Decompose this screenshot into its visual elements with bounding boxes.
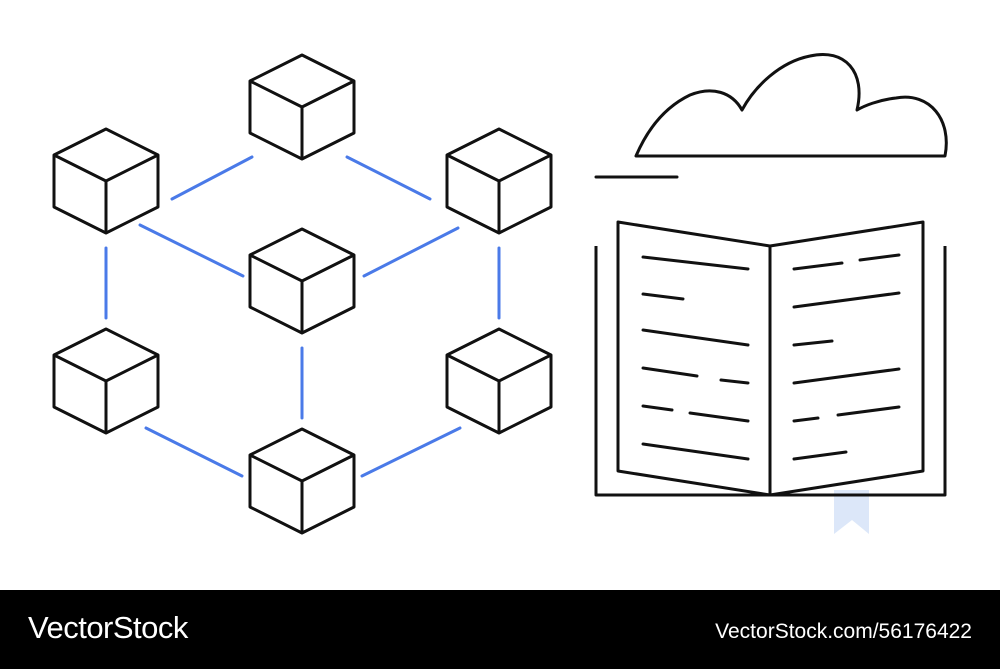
cloud-icon <box>594 53 948 179</box>
open-book-icon <box>594 220 947 534</box>
image-id-label: VectorStock.com/56176422 <box>715 620 972 643</box>
book-text-lines <box>641 253 901 461</box>
block-cube-bottom <box>248 427 356 535</box>
bookmark-icon <box>834 490 869 534</box>
block-cube-upper-right <box>445 127 553 235</box>
watermark-footer: VectorStock VectorStock.com/56176422 <box>0 590 1000 669</box>
vectorstock-logo: VectorStock <box>28 610 188 645</box>
block-cube-center <box>248 227 356 335</box>
illustration-artwork <box>52 53 948 535</box>
block-cube-lower-right <box>445 327 553 435</box>
block-cube-lower-left <box>52 327 160 435</box>
blockchain-network-icon <box>52 53 553 535</box>
network-connectors <box>104 155 501 478</box>
block-cube-top <box>248 53 356 161</box>
block-cube-upper-left <box>52 127 160 235</box>
